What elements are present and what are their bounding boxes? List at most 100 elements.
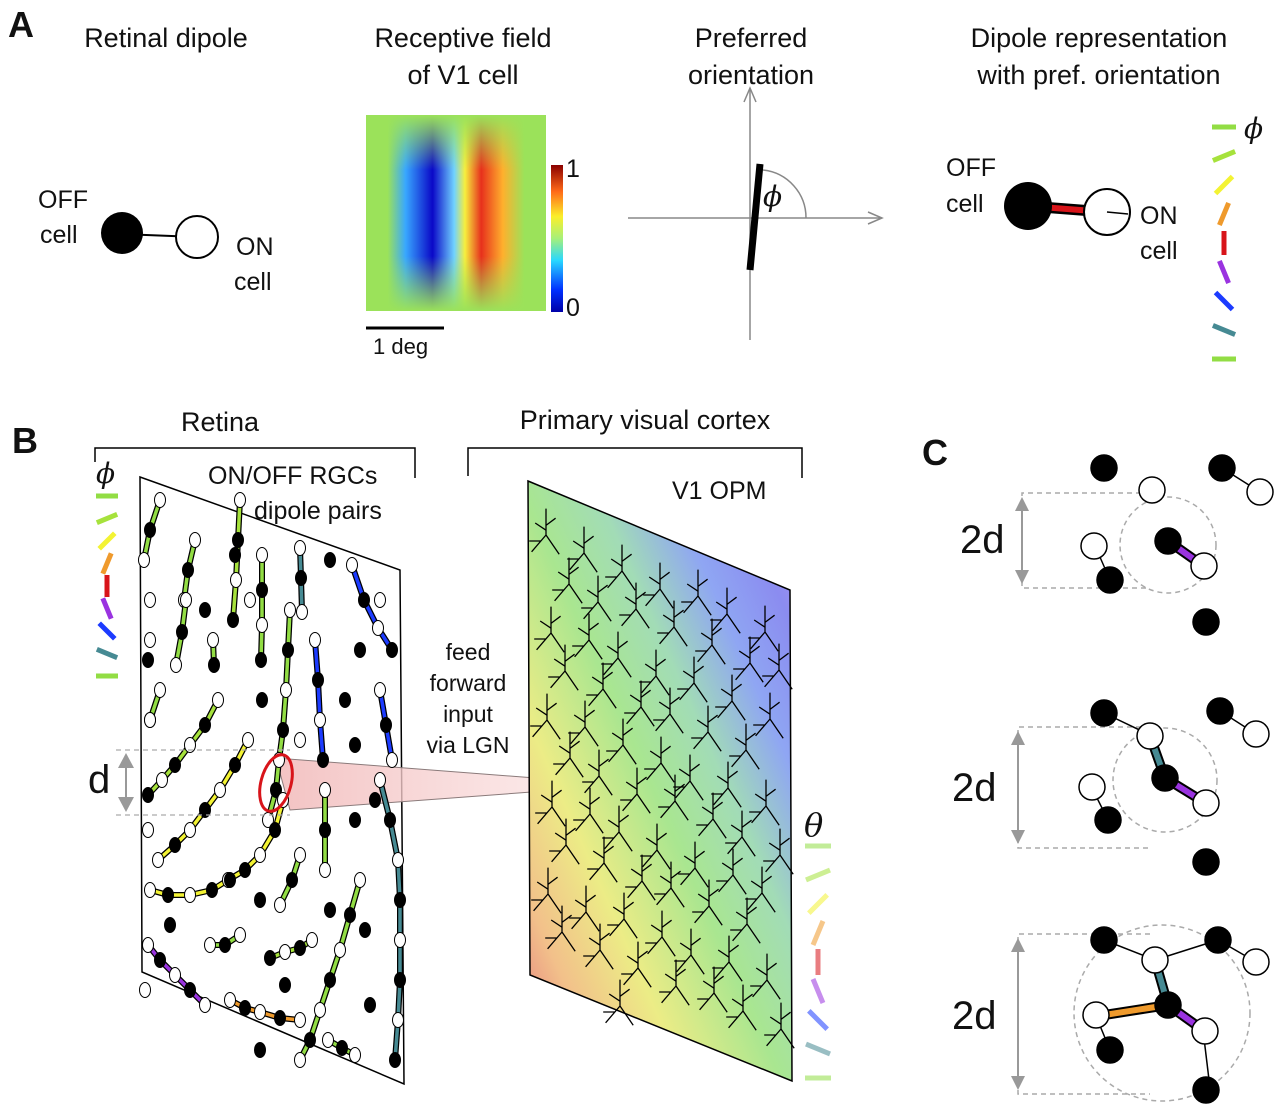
off-rgc — [206, 882, 218, 898]
pyramidal-neuron — [581, 575, 612, 622]
off-cell — [1090, 926, 1118, 954]
pyramidal-neuron — [674, 928, 705, 975]
colorbar — [551, 165, 563, 312]
off-rgc — [286, 872, 298, 888]
orientation-bar-6 — [807, 1009, 829, 1031]
pyramidal-neuron — [695, 618, 726, 665]
on-rgc — [294, 1012, 306, 1028]
on-rgc — [256, 617, 268, 633]
on-cell — [1078, 773, 1106, 801]
on-rgc — [138, 552, 150, 568]
off-rgc — [184, 982, 196, 998]
orientation-bar-1 — [1211, 149, 1237, 163]
on-rgc — [254, 847, 266, 863]
off-cell — [1204, 926, 1232, 954]
neighbourhood-circle — [1112, 727, 1218, 833]
pyramidal-neuron — [696, 792, 727, 839]
on-rgc — [294, 847, 306, 863]
on-rgc — [212, 692, 224, 708]
on-cell — [1242, 720, 1270, 748]
title-pref-line2: orientation — [687, 60, 815, 90]
off-cell — [1192, 608, 1220, 636]
orientation-legend-retina — [95, 493, 119, 679]
dist-label-1: 2d — [960, 518, 1005, 562]
cortex-title: Primary visual cortex — [519, 405, 771, 435]
on-cell — [1192, 789, 1220, 817]
off-rgc — [369, 792, 381, 808]
orientation-bar-7 — [1211, 323, 1237, 337]
pyramidal-neuron — [583, 923, 614, 970]
off-label2-line2: cell — [946, 190, 984, 218]
pyramidal-neuron — [567, 526, 598, 573]
orientation-bar-1 — [805, 867, 831, 883]
pyramidal-neuron — [725, 810, 756, 857]
arrow-head — [1011, 938, 1025, 952]
pyramidal-neuron — [726, 984, 757, 1031]
pyramidal-neuron — [640, 823, 671, 870]
on-rgc — [189, 532, 201, 548]
off-cell — [1192, 848, 1220, 876]
on-rgc — [234, 927, 246, 943]
off-rgc — [227, 612, 239, 628]
off-cell — [1094, 806, 1122, 834]
pyramidal-neuron — [716, 848, 747, 895]
on-rgc — [372, 620, 384, 636]
ff-line3: input — [443, 701, 493, 727]
off-rgc — [199, 717, 211, 733]
orientation-bar-3 — [810, 920, 826, 946]
off-rgc — [164, 917, 176, 933]
colorbar-max: 1 — [566, 155, 580, 183]
off-rgc — [199, 802, 211, 818]
scale-bar-label: 1 deg — [373, 334, 429, 359]
on-label-line1: ON — [236, 233, 274, 261]
on-rgc — [296, 604, 308, 620]
phi-angle-label: ϕ — [763, 180, 783, 213]
off-rgc — [269, 822, 281, 838]
on-rgc — [184, 737, 196, 753]
orientation-bar-3 — [1217, 201, 1231, 227]
pyramidal-neuron — [639, 649, 670, 696]
pyramidal-neuron — [745, 866, 776, 913]
on-rgc — [204, 937, 216, 953]
highlighted-dipole — [258, 753, 294, 813]
off-rgc — [277, 722, 289, 738]
off-cell — [1096, 1036, 1124, 1064]
pyramidal-neuron — [552, 557, 583, 604]
on-rgc — [230, 572, 242, 588]
on-rgc — [319, 862, 331, 878]
title-dipole-line1: Dipole representation — [970, 23, 1228, 53]
pyramidal-neuron — [605, 544, 636, 591]
arrow-head — [1011, 1076, 1025, 1090]
on-rgc — [262, 812, 274, 828]
on-rgc — [374, 772, 386, 788]
on-rgc — [254, 1004, 266, 1020]
on-rgc — [154, 682, 166, 698]
on-cell — [1246, 478, 1274, 506]
pyramidal-neuron — [715, 674, 746, 721]
pyramidal-neuron — [601, 631, 632, 678]
off-rgc — [169, 757, 181, 773]
off-label-line1: OFF — [38, 186, 88, 214]
orientation-bar-6 — [97, 621, 117, 641]
off-rgc — [264, 950, 276, 966]
off-rgc — [394, 972, 406, 988]
off-rgc — [239, 862, 251, 878]
off-rgc — [354, 642, 366, 658]
off-rgc — [279, 977, 291, 993]
pyramidal-neuron — [568, 700, 599, 747]
off-rgc — [144, 522, 156, 538]
pyramidal-neuron — [654, 861, 685, 908]
off-rgc — [359, 922, 371, 938]
arrow-head — [1015, 497, 1029, 511]
retina-title: Retina — [180, 407, 260, 437]
off-rgc — [336, 1040, 348, 1056]
on-label2-line2: cell — [1140, 237, 1178, 265]
off-rgc — [324, 902, 336, 918]
panel-b-label: B — [12, 420, 38, 461]
orientation-bar-2 — [97, 531, 117, 551]
dist-label-3: 2d — [952, 994, 997, 1038]
pyramidal-neuron — [712, 935, 743, 982]
on-rgc — [274, 897, 286, 913]
orientation-legend-a — [1211, 124, 1237, 362]
panel-a-label: A — [8, 4, 34, 45]
